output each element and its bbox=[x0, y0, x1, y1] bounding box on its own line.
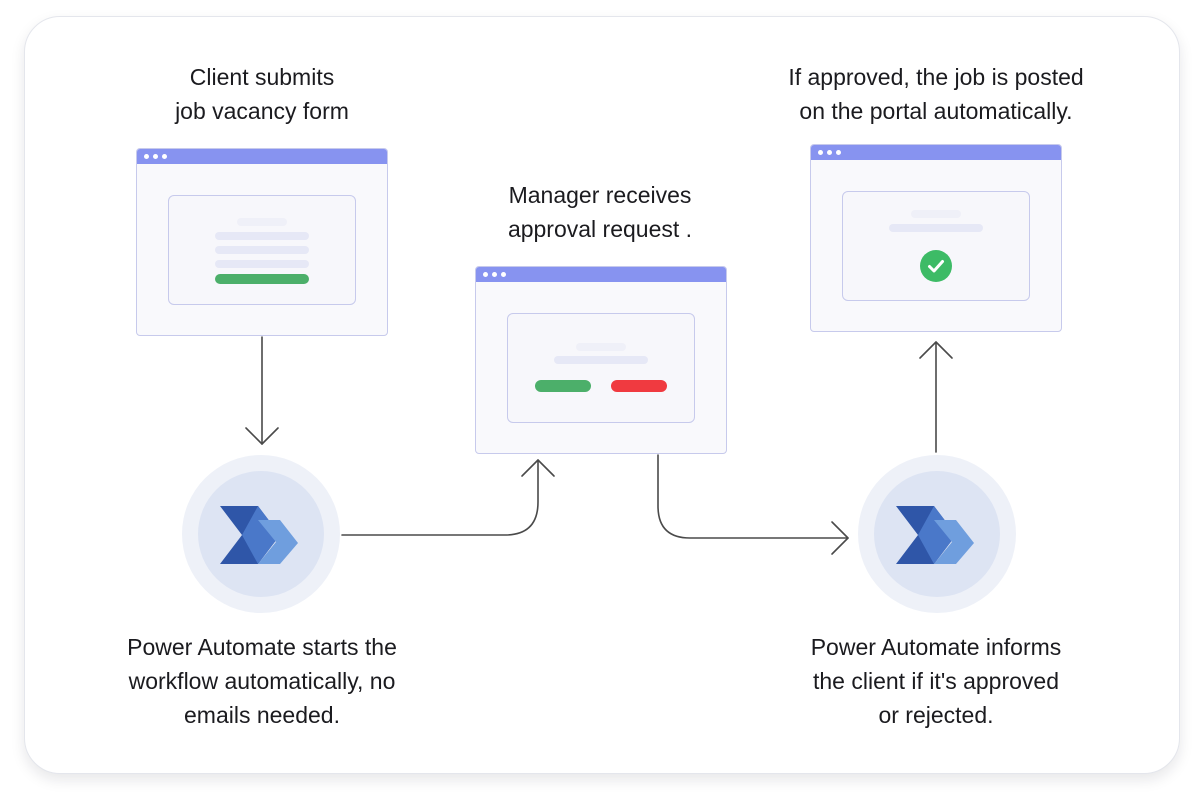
arrow-manager-to-automate bbox=[657, 454, 849, 539]
approval-text-placeholder bbox=[554, 356, 648, 364]
window-dot-icon bbox=[492, 272, 497, 277]
window-dot-icon bbox=[818, 150, 823, 155]
power-automate-starts-line2: workflow automatically, no bbox=[128, 668, 396, 694]
arrow-head-up-portal bbox=[919, 341, 953, 359]
power-automate-logo-icon bbox=[896, 506, 974, 564]
window-dot-icon bbox=[483, 272, 488, 277]
job-posted-line1: If approved, the job is posted bbox=[788, 64, 1084, 90]
power-automate-inform-badge bbox=[858, 455, 1016, 613]
portal-title-placeholder bbox=[911, 210, 961, 218]
form-field-placeholder bbox=[215, 260, 309, 268]
power-automate-start-badge bbox=[182, 455, 340, 613]
client-submits-label: Client submits job vacancy form bbox=[112, 60, 412, 128]
power-automate-informs-label: Power Automate informs the client if it'… bbox=[756, 630, 1116, 732]
approve-button bbox=[535, 380, 591, 392]
job-vacancy-form-window bbox=[136, 148, 388, 336]
reject-button bbox=[611, 380, 667, 392]
window-dot-icon bbox=[501, 272, 506, 277]
power-automate-informs-line3: or rejected. bbox=[878, 702, 994, 728]
power-automate-starts-line1: Power Automate starts the bbox=[127, 634, 397, 660]
power-automate-starts-label: Power Automate starts the workflow autom… bbox=[82, 630, 442, 732]
window-title-bar bbox=[476, 267, 726, 282]
form-field-placeholder bbox=[215, 246, 309, 254]
arrow-head-right bbox=[831, 521, 849, 555]
arrow-head-down bbox=[245, 427, 279, 445]
form-title-placeholder bbox=[237, 218, 287, 226]
arrow-automate-to-manager bbox=[341, 459, 539, 536]
manager-receives-line2: approval request . bbox=[507, 216, 693, 242]
power-automate-informs-line2: the client if it's approved bbox=[812, 668, 1060, 694]
power-automate-informs-line1: Power Automate informs bbox=[810, 634, 1062, 660]
window-title-bar bbox=[137, 149, 387, 164]
job-portal-window bbox=[810, 144, 1062, 332]
window-dot-icon bbox=[144, 154, 149, 159]
power-automate-starts-line3: emails needed. bbox=[184, 702, 340, 728]
window-dot-icon bbox=[162, 154, 167, 159]
portal-panel bbox=[842, 191, 1030, 301]
client-submits-line2: job vacancy form bbox=[175, 98, 349, 124]
form-submit-button bbox=[215, 274, 309, 284]
job-posted-label: If approved, the job is posted on the po… bbox=[736, 60, 1136, 128]
form-field-placeholder bbox=[215, 232, 309, 240]
approval-title-placeholder bbox=[576, 343, 626, 351]
portal-text-placeholder bbox=[889, 224, 983, 232]
window-dot-icon bbox=[836, 150, 841, 155]
client-submits-line1: Client submits bbox=[189, 64, 335, 90]
window-title-bar bbox=[811, 145, 1061, 160]
form-panel bbox=[168, 195, 356, 305]
arrow-head-up-manager bbox=[521, 459, 555, 477]
window-dot-icon bbox=[153, 154, 158, 159]
check-circle-icon bbox=[920, 250, 952, 282]
approval-panel bbox=[507, 313, 695, 423]
job-posted-line2: on the portal automatically. bbox=[799, 98, 1073, 124]
manager-receives-line1: Manager receives bbox=[508, 182, 692, 208]
power-automate-logo-icon bbox=[220, 506, 298, 564]
approval-request-window bbox=[475, 266, 727, 454]
manager-receives-label: Manager receives approval request . bbox=[450, 178, 750, 246]
window-dot-icon bbox=[827, 150, 832, 155]
